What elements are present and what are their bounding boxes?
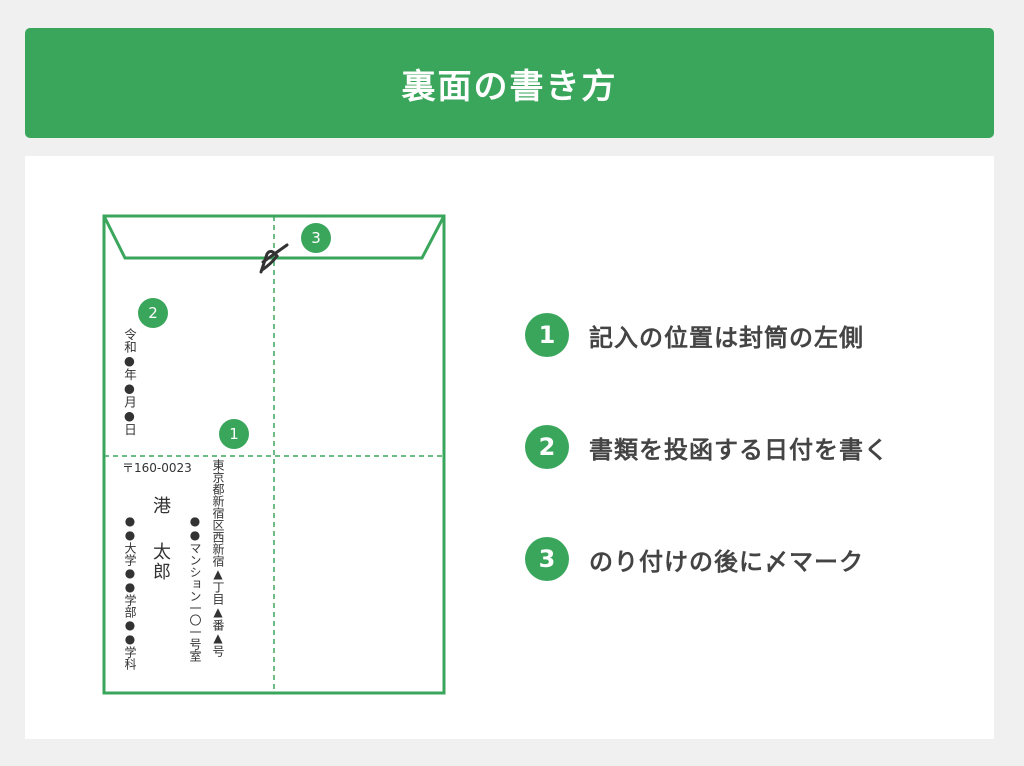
legend-label: 書類を投函する日付を書く	[589, 435, 889, 464]
marker-2: 2	[138, 298, 168, 328]
legend-item-2: 2 書類を投函する日付を書く	[525, 425, 889, 469]
header-banner: 裏面の書き方	[25, 28, 994, 138]
legend-label: 記入の位置は封筒の左側	[589, 323, 864, 352]
postal-code: 〒160-0023	[122, 461, 192, 475]
marker-1: 1	[219, 419, 249, 449]
address-line-2: ●●マンション一〇一号室	[188, 514, 202, 662]
legend-number: 3	[525, 537, 569, 581]
envelope-diagram	[102, 214, 446, 695]
date-text: 令和●年●月●日	[122, 328, 137, 436]
seal-mark-icon	[259, 243, 289, 274]
legend-label: のり付けの後に〆マーク	[589, 547, 864, 576]
legend-item-3: 3 のり付けの後に〆マーク	[525, 537, 864, 581]
name-family: 港	[150, 496, 171, 514]
legend-item-1: 1 記入の位置は封筒の左側	[525, 313, 864, 357]
legend-number: 2	[525, 425, 569, 469]
marker-3: 3	[301, 223, 331, 253]
address-line-1: 東京都新宿区西新宿▲丁目▲番▲号	[211, 459, 225, 657]
affiliation-text: ●●大学●●学部●●学科	[123, 514, 137, 670]
legend-number: 1	[525, 313, 569, 357]
content-panel: 3 2 1 令和●年●月●日 〒160-0023 東京都新宿区西新宿▲丁目▲番▲…	[25, 156, 994, 739]
page-title: 裏面の書き方	[401, 66, 618, 107]
name-given: 太郎	[150, 542, 171, 582]
